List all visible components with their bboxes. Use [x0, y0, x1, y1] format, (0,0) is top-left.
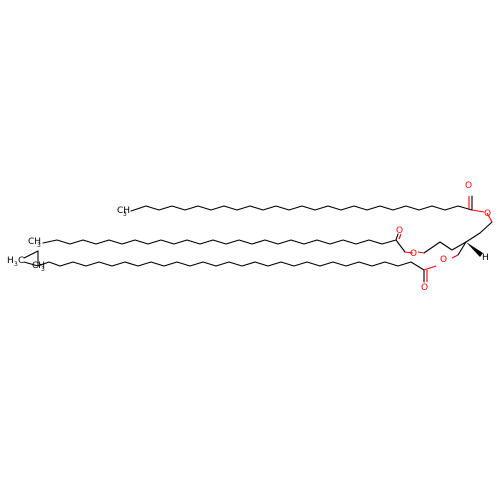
atom-o-bottom-carbonyl: O [421, 283, 428, 293]
atom-ch3-bottom-ch: CH [32, 261, 45, 271]
glycerol-o3-bond [457, 241, 467, 256]
atom-h3c-ethyl-h: H [7, 256, 14, 266]
middle-ester-bond [404, 251, 414, 254]
middle-fatty-chain [42, 239, 406, 253]
atom-o-top-ester: O [484, 209, 491, 219]
atom-o-middle-carbonyl: O [396, 226, 403, 236]
glycerol-o2-bond [417, 251, 425, 254]
atom-o-bottom-ester: O [440, 255, 447, 265]
atom-ch3-middle-sub: 3 [37, 242, 41, 249]
atom-h3c-ethyl-c: C [18, 256, 24, 266]
top-fatty-chain [130, 205, 473, 212]
middle-carbonyl-bond [395, 233, 399, 241]
glycerol-o1-bond [486, 212, 493, 223]
ethyl-bond-1 [23, 250, 39, 259]
atom-ch3-top-ch: CH [117, 206, 130, 216]
stereo-wedge [466, 242, 483, 257]
middle-carbonyl-double [398, 233, 402, 240]
glycerol-backbone [423, 221, 493, 254]
atom-o-top-carbonyl: O [465, 181, 472, 191]
atom-ch3-middle-ch: CH [28, 237, 41, 247]
top-ester-bond [471, 209, 485, 213]
atom-o-middle-ester: O [410, 249, 417, 259]
atom-h-stereo: H [482, 253, 489, 263]
atom-ch3-bottom-sub: 3 [41, 266, 45, 273]
glycerol-o3-red [451, 254, 459, 259]
bottom-fatty-chain [23, 261, 425, 271]
atom-ch3-top-sub: 3 [123, 211, 127, 218]
atom-h3c-ethyl-sub: 3 [14, 261, 18, 268]
bottom-ester-bond [423, 265, 437, 271]
